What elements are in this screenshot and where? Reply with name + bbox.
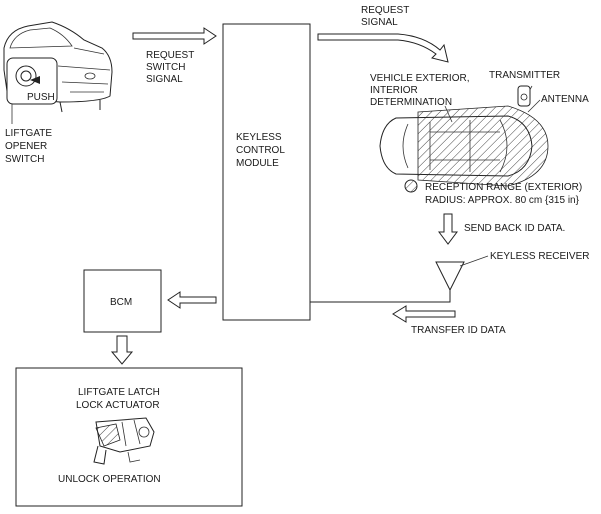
keyless-control-module-box — [222, 23, 311, 321]
transfer-id-label: TRANSFER ID DATA — [411, 325, 506, 336]
actuator-title-line-1: LIFTGATE LATCH — [78, 387, 160, 398]
keyless-module-line-2: CONTROL — [236, 145, 285, 156]
vehicle-determination-line-1: VEHICLE EXTERIOR, — [370, 73, 469, 84]
reception-range-legend-icon — [404, 179, 418, 193]
send-back-id-label: SEND BACK ID DATA. — [464, 223, 565, 234]
receiver-leader-line — [459, 255, 489, 267]
actuator-title-line-2: LOCK ACTUATOR — [76, 400, 160, 411]
reception-range-line-1: RECEPTION RANGE (EXTERIOR) — [425, 182, 582, 193]
transmitter-icon — [517, 85, 531, 107]
bcm-label: BCM — [110, 297, 132, 308]
liftgate-latch-actuator-box — [15, 367, 243, 507]
vehicle-rear-illustration — [3, 21, 113, 113]
antenna-leader-line — [527, 99, 541, 113]
vehicle-determination-line-2: INTERIOR — [370, 85, 418, 96]
reception-range-area — [417, 105, 549, 187]
switch-callout-box — [6, 57, 58, 105]
keyless-receiver-label: KEYLESS RECEIVER — [490, 251, 589, 262]
module-to-bcm-arrow — [167, 291, 217, 309]
push-label: PUSH — [27, 92, 55, 103]
keyless-module-line-1: KEYLESS — [236, 132, 282, 143]
switch-label-line-2: OPENER — [5, 141, 47, 152]
bcm-to-actuator-arrow — [110, 335, 134, 365]
send-back-id-arrow — [438, 213, 458, 245]
liftgate-opener-switch: PUSH — [6, 57, 58, 105]
bcm-box — [83, 269, 162, 333]
receiver-to-module-wire — [310, 290, 451, 303]
transmitter-label: TRANSMITTER — [489, 70, 560, 81]
vehicle-top-view — [379, 105, 549, 187]
determination-leader-line — [444, 105, 453, 123]
antenna-label: ANTENNA — [541, 94, 589, 105]
request-switch-signal-line-2: SWITCH — [146, 62, 185, 73]
reception-range-line-2: RADIUS: APPROX. 80 cm {315 in} — [425, 195, 580, 206]
switch-label-line-1: LIFTGATE — [5, 128, 52, 139]
unlock-operation-label: UNLOCK OPERATION — [58, 474, 161, 485]
request-signal-line-2: SIGNAL — [361, 17, 398, 28]
request-switch-signal-line-1: REQUEST — [146, 50, 194, 61]
transfer-id-arrow — [392, 305, 456, 323]
switch-label-line-3: SWITCH — [5, 154, 44, 165]
keyless-receiver-icon — [435, 261, 465, 292]
latch-actuator-illustration — [93, 417, 155, 465]
request-switch-signal-line-3: SIGNAL — [146, 74, 183, 85]
request-signal-line-1: REQUEST — [361, 5, 409, 16]
request-signal-arrow — [317, 33, 449, 63]
keyless-module-line-3: MODULE — [236, 158, 279, 169]
press-arrow-icon — [30, 76, 40, 84]
request-switch-signal-arrow — [132, 27, 217, 45]
vehicle-determination-line-3: DETERMINATION — [370, 97, 452, 108]
